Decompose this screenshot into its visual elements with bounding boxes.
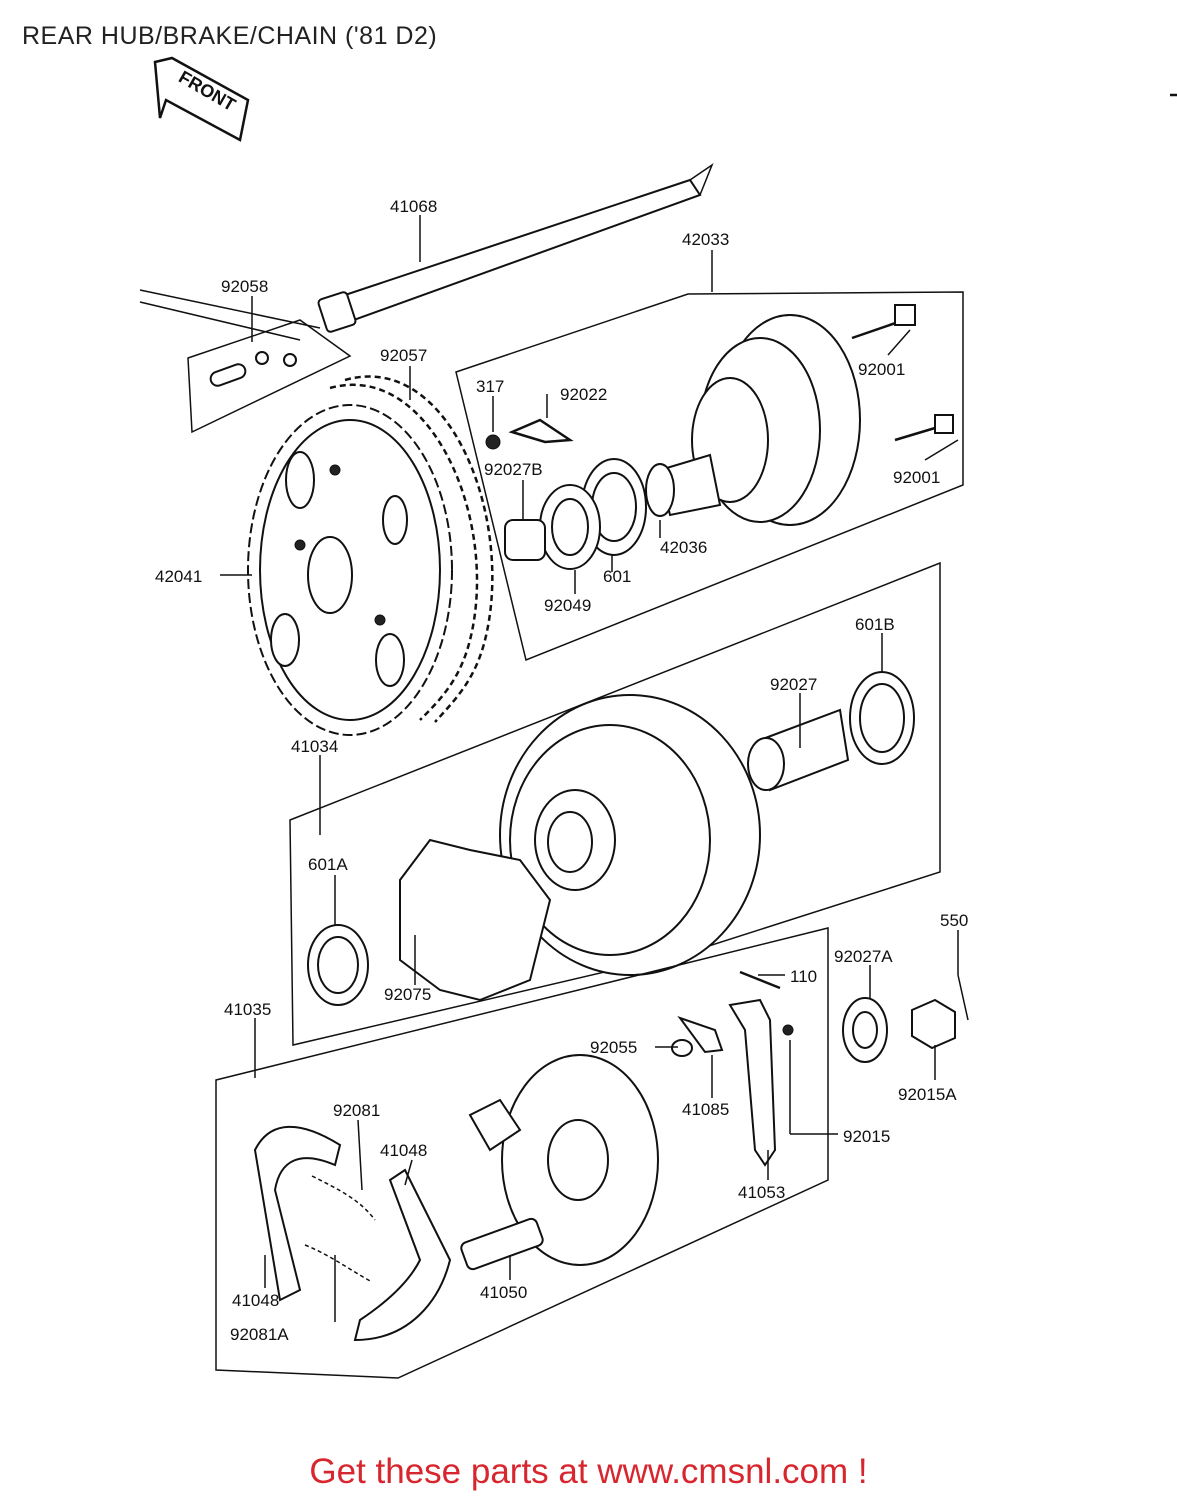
rear-sprocket[interactable] [247, 404, 453, 736]
part-label-92027A[interactable]: 92027A [834, 947, 893, 966]
part-label-92001-upper[interactable]: 92001 [858, 360, 905, 379]
part-label-92015[interactable]: 92015 [843, 1127, 890, 1146]
diagram-title: REAR HUB/BRAKE/CHAIN ('81 D2) [22, 22, 438, 50]
part-label-92058[interactable]: 92058 [221, 277, 268, 296]
part-label-41050[interactable]: 41050 [480, 1283, 527, 1302]
part-label-601A[interactable]: 601A [308, 855, 348, 874]
part-label-92027B[interactable]: 92027B [484, 460, 543, 479]
part-label-550[interactable]: 550 [940, 911, 968, 930]
part-label-92075[interactable]: 92075 [384, 985, 431, 1004]
part-label-92049[interactable]: 92049 [544, 596, 591, 615]
part-label-110[interactable]: 110 [790, 967, 817, 986]
drive-chain[interactable] [329, 375, 494, 723]
part-label-41048-left[interactable]: 41048 [232, 1291, 279, 1310]
part-label-601[interactable]: 601 [603, 567, 631, 586]
footer-link[interactable]: Get these parts at www.cmsnl.com ! [309, 1452, 868, 1491]
wheel-hub-group [289, 561, 941, 1046]
part-label-92055[interactable]: 92055 [590, 1038, 637, 1057]
part-label-41085[interactable]: 41085 [682, 1100, 729, 1119]
part-label-92022[interactable]: 92022 [560, 385, 607, 404]
part-label-92015A[interactable]: 92015A [898, 1085, 957, 1104]
front-direction-arrow: FRONT [153, 56, 250, 142]
part-label-92027[interactable]: 92027 [770, 675, 817, 694]
part-label-41035[interactable]: 41035 [224, 1000, 271, 1019]
chain-adjuster-panel [139, 289, 352, 434]
footer-link-container: Get these parts at www.cmsnl.com ! [0, 1452, 1177, 1492]
part-label-41053[interactable]: 41053 [738, 1183, 785, 1202]
part-label-317[interactable]: 317 [476, 377, 504, 396]
part-label-41048-right[interactable]: 41048 [380, 1141, 427, 1160]
part-label-601B[interactable]: 601B [855, 615, 895, 634]
part-labels: 41068 42033 92058 92057 317 92022 92001 … [155, 197, 968, 1344]
part-label-41034[interactable]: 41034 [291, 737, 338, 756]
part-label-42036[interactable]: 42036 [660, 538, 707, 557]
part-label-42041[interactable]: 42041 [155, 567, 202, 586]
part-label-92001-lower[interactable]: 92001 [893, 468, 940, 487]
rear-axle[interactable] [317, 162, 714, 333]
sprocket-hub-group [455, 291, 964, 662]
brake-panel-group [215, 927, 969, 1379]
part-label-92081A[interactable]: 92081A [230, 1325, 289, 1344]
part-label-92057[interactable]: 92057 [380, 346, 427, 365]
part-label-41068[interactable]: 41068 [390, 197, 437, 216]
part-label-42033[interactable]: 42033 [682, 230, 729, 249]
part-label-92081[interactable]: 92081 [333, 1101, 380, 1120]
leader-lines [220, 215, 959, 1322]
